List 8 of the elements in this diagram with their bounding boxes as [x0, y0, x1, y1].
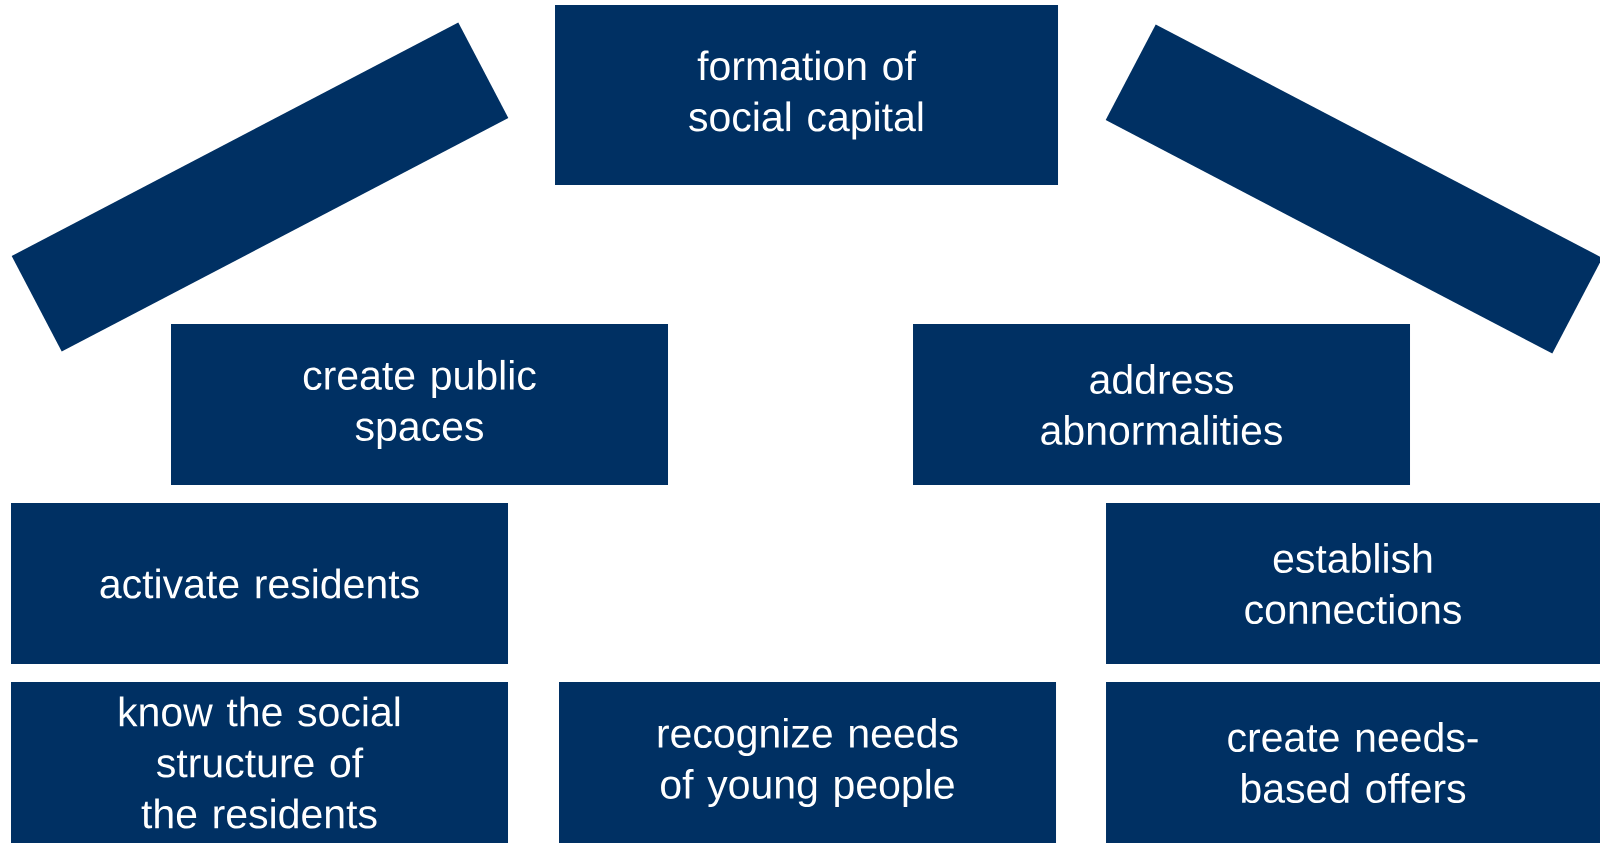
- text-box: address abnormalities: [913, 324, 1410, 485]
- text-box: establish connections: [1106, 503, 1600, 664]
- text-box: create needs-based offers: [1106, 682, 1600, 843]
- text-box: recognize needs of young people: [559, 682, 1056, 843]
- text-box: activate residents: [11, 503, 508, 664]
- text-box: know the social structure of the residents: [11, 682, 508, 843]
- text-box: create public spaces: [171, 324, 668, 485]
- text-box: formation of social capital: [555, 5, 1058, 185]
